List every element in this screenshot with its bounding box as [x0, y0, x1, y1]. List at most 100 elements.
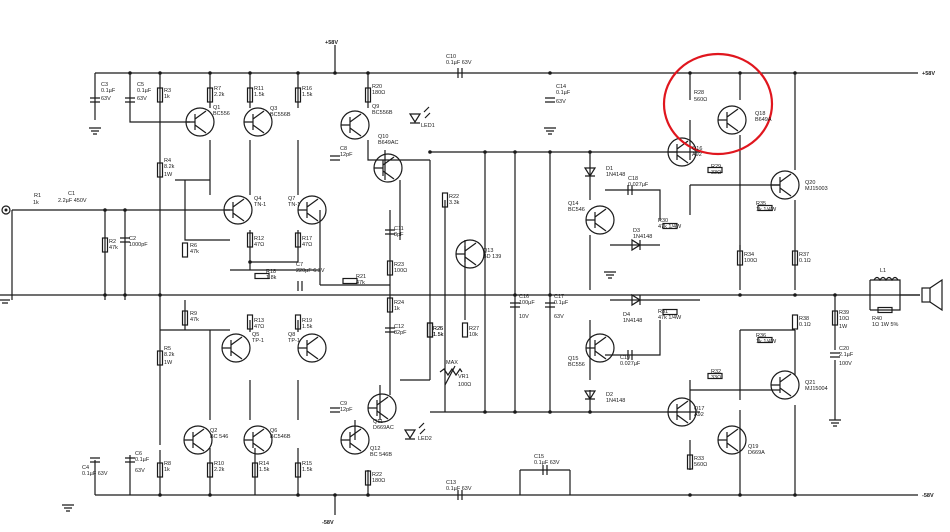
c20v-value: 100V [839, 361, 852, 367]
d4-diode-icon [631, 293, 642, 307]
r18-name: R18 [266, 269, 276, 275]
component-labels: R247kR31kR48.2k1WR58.2k1WR647kR72.2kR81k… [82, 54, 899, 492]
r13-value: 47Ω [254, 324, 264, 330]
q18-name: Q18 [755, 111, 765, 117]
q8-transistor-icon [297, 333, 327, 363]
r25-value: 1.5k [433, 332, 444, 338]
r24-value: 1k [394, 306, 400, 312]
c5-capacitor [125, 97, 135, 103]
c6-capacitor [125, 457, 135, 463]
ground-icons [0, 127, 841, 512]
r20-resistor [364, 87, 372, 103]
q13-name: Q13 [483, 248, 493, 254]
r33-value: 560Ω [694, 462, 707, 468]
c19-name: C19 [620, 355, 630, 361]
r33-name: R33 [694, 456, 704, 462]
c17v-value: 63V [554, 314, 564, 320]
r20-name: R20 [372, 84, 382, 90]
c7-value: 220µF 6.3V [296, 268, 325, 274]
c20-capacitor [830, 352, 840, 358]
r36-name: R36 [756, 333, 766, 339]
c2-capacitor [120, 237, 130, 243]
r9-value: 47k [190, 317, 199, 323]
c16-capacitor [510, 302, 520, 308]
r39-resistor [831, 310, 839, 326]
d1-name: D1 [606, 166, 613, 172]
d4-name: D4 [623, 312, 630, 318]
r2-value: 47k [109, 245, 118, 251]
input-jack-icon [1, 205, 11, 215]
c17-value: 0.1µF [554, 300, 569, 306]
r38-value: 0.1Ω [799, 322, 811, 328]
q5-name: Q5 [252, 332, 259, 338]
c10-capacitor [457, 68, 463, 78]
r15-value: 1.5k [302, 467, 313, 473]
r4-value: 8.2k [164, 164, 175, 170]
q11-part: D669AC [373, 425, 394, 431]
r16-resistor [294, 87, 302, 103]
c17-capacitor [545, 302, 555, 308]
r28-name: R28 [694, 90, 704, 96]
q9-part: BC556B [372, 110, 393, 116]
r8-resistor [156, 462, 164, 478]
q4-name: Q4 [254, 196, 261, 202]
rail-label-right-pos: +58V [922, 71, 935, 77]
q20-part: MJ15003 [805, 186, 828, 192]
c16-name: C16 [519, 294, 529, 300]
c18-capacitor [627, 185, 633, 195]
r30-value: 47k 1/4W [658, 224, 682, 230]
r22-resistor [441, 192, 449, 208]
diode-symbols [583, 167, 642, 401]
q6-transistor-icon [243, 425, 273, 455]
c15-capacitor [542, 465, 548, 475]
speaker-icon [921, 278, 943, 312]
q15-transistor-icon [585, 333, 615, 363]
r19-value: 1.5k [302, 324, 313, 330]
r2-name: R2 [109, 239, 116, 245]
c3-capacitor [90, 97, 100, 103]
c12-value: 82pF [394, 330, 407, 336]
c7-capacitor [297, 281, 303, 291]
q1-name: Q1 [213, 105, 220, 111]
r6-value: 47k [190, 249, 199, 255]
r37-value: 0.1Ω [799, 258, 811, 264]
q10-part: B649AC [378, 140, 399, 146]
r29-name: R29 [711, 164, 721, 170]
r39w-value: 1W [839, 324, 848, 330]
led1-icon [408, 106, 431, 124]
r22-name: R22 [449, 194, 459, 200]
c6-value: 0.1µF [135, 457, 150, 463]
c4-name: C4 [82, 465, 89, 471]
r18-value: 1.8k [266, 275, 277, 281]
led2-name: LED2 [418, 436, 432, 442]
c14v-value: 63V [556, 99, 566, 105]
c18-value: 0.027µF [628, 182, 649, 188]
r8-value: 1k [164, 467, 170, 473]
r39-name: R39 [839, 310, 849, 316]
r10-value: 2.2k [214, 467, 225, 473]
c10-name: C10 [446, 54, 456, 60]
r31-value: 47k 1/4W [658, 315, 682, 321]
c7-name: C7 [296, 262, 303, 268]
q7-part: TN-1 [288, 202, 300, 208]
r5-resistor [156, 350, 164, 366]
r39-value: 10Ω [839, 316, 849, 322]
c6-name: C6 [135, 451, 142, 457]
r26-name: R26 [433, 326, 443, 332]
c20-value: 2.1µF [839, 352, 854, 358]
q16-name: Q16 [692, 146, 702, 152]
r40-name: R40 [872, 316, 882, 322]
q13-transistor-icon [455, 239, 485, 269]
q6-name: Q6 [270, 428, 277, 434]
c8-capacitor [330, 155, 340, 161]
r32-name: R32 [711, 369, 721, 375]
q21-transistor-icon [770, 370, 800, 400]
r9-name: R9 [190, 311, 197, 317]
d1-part: 1N4148 [606, 172, 625, 178]
c16-value: 100µF [519, 300, 535, 306]
r33-resistor [686, 454, 694, 470]
d3-part: 1N4148 [633, 234, 652, 240]
r21-value: 47k [356, 280, 365, 286]
r7-value: 2.2k [214, 92, 225, 98]
q16-part: A92 [692, 152, 702, 158]
